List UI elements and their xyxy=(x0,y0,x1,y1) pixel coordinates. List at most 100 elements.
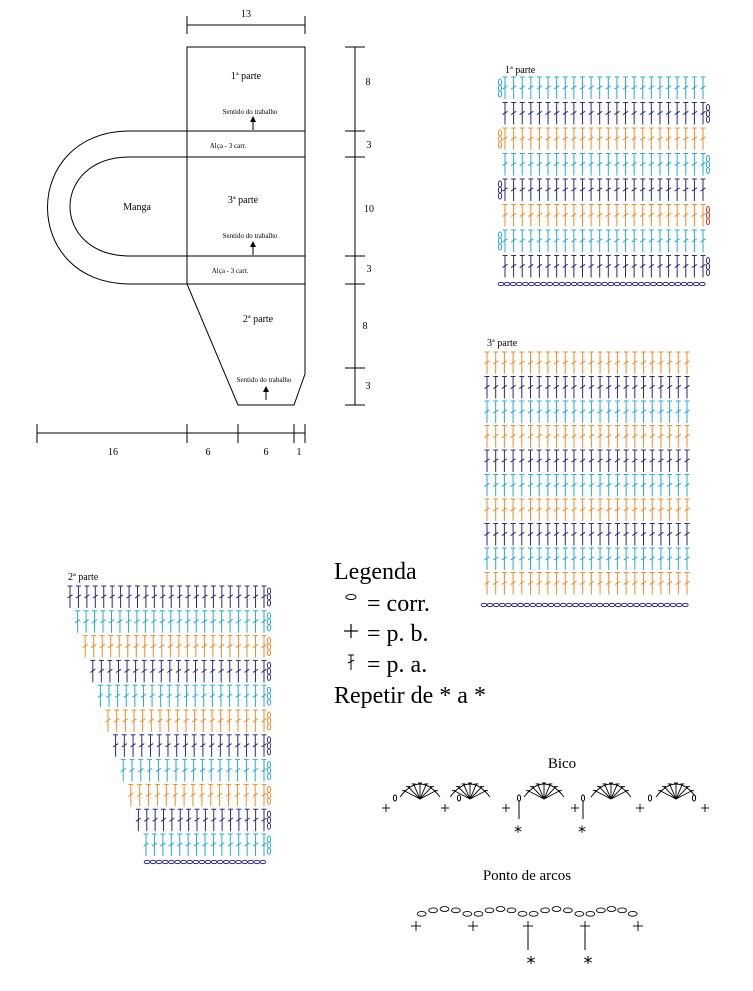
double-crochet-stitch xyxy=(193,585,200,608)
double-crochet-stitch xyxy=(691,76,698,99)
chain-stitch xyxy=(606,906,617,912)
chain-stitch xyxy=(574,910,585,917)
double-crochet-stitch xyxy=(536,498,542,521)
double-crochet-stitch xyxy=(553,102,560,125)
double-crochet-stitch xyxy=(536,449,542,472)
chain-stitch xyxy=(497,186,503,194)
chain-stitch xyxy=(266,791,272,799)
double-crochet-stitch xyxy=(691,229,698,252)
double-crochet-stitch xyxy=(666,376,673,399)
double-crochet-stitch xyxy=(136,783,143,807)
double-crochet-stitch xyxy=(553,178,560,201)
double-crochet-stitch xyxy=(519,572,525,595)
double-crochet-stitch xyxy=(200,709,207,732)
chain-stitch xyxy=(596,907,606,914)
chain-stitch xyxy=(266,767,272,775)
chain-stitch xyxy=(517,910,528,917)
double-crochet-stitch xyxy=(193,610,199,633)
double-crochet-stitch xyxy=(122,709,129,732)
double-crochet-stitch xyxy=(252,659,259,683)
double-crochet-stitch xyxy=(553,449,560,472)
double-crochet-stitch xyxy=(126,585,132,608)
chain-stitch xyxy=(680,281,688,287)
double-crochet-stitch xyxy=(631,127,637,150)
double-crochet-stitch xyxy=(545,255,551,278)
double-crochet-stitch xyxy=(691,255,698,278)
double-crochet-stitch xyxy=(658,523,664,546)
double-crochet-stitch xyxy=(562,498,569,521)
double-crochet-stitch xyxy=(149,659,156,683)
double-crochet-stitch xyxy=(217,734,224,757)
double-crochet-stitch xyxy=(588,523,595,546)
chain-stitch xyxy=(266,717,272,725)
double-crochet-stitch xyxy=(510,153,517,176)
chain-stitch xyxy=(266,816,272,824)
double-crochet-stitch xyxy=(571,425,577,448)
double-crochet-stitch xyxy=(227,585,234,608)
double-crochet-stitch xyxy=(129,759,135,782)
chain-stitch xyxy=(266,822,272,830)
double-crochet-stitch xyxy=(675,400,682,423)
direction-label: Sentido do trabalho xyxy=(223,232,278,240)
double-crochet-stitch xyxy=(674,102,680,125)
double-crochet-stitch xyxy=(674,255,680,278)
double-crochet-stitch xyxy=(492,547,499,570)
double-crochet-stitch xyxy=(640,547,647,570)
double-crochet-stitch xyxy=(165,734,171,757)
double-crochet-stitch xyxy=(173,759,179,782)
double-crochet-stitch xyxy=(510,474,516,497)
double-crochet-stitch xyxy=(202,585,208,608)
double-crochet-stitch xyxy=(243,783,250,807)
double-crochet-stitch xyxy=(193,635,199,658)
double-crochet-stitch xyxy=(553,400,560,423)
chain-stitch xyxy=(497,90,503,98)
double-crochet-stitch xyxy=(675,425,682,448)
double-crochet-stitch xyxy=(614,425,621,448)
double-crochet-stitch xyxy=(252,635,259,658)
double-crochet-stitch xyxy=(185,585,191,608)
legend-title: Legenda xyxy=(334,559,417,585)
double-crochet-stitch xyxy=(261,783,267,807)
double-crochet-stitch xyxy=(649,474,655,497)
double-crochet-stitch xyxy=(597,351,603,374)
double-crochet-stitch xyxy=(545,523,551,546)
double-crochet-stitch xyxy=(244,684,250,708)
double-crochet-stitch xyxy=(536,102,543,125)
double-crochet-stitch xyxy=(597,572,603,595)
double-crochet-stitch xyxy=(596,102,603,125)
double-crochet-stitch xyxy=(527,400,534,423)
chain-stitch xyxy=(266,599,272,607)
double-crochet-stitch xyxy=(146,759,153,782)
double-crochet-stitch xyxy=(658,400,664,423)
double-crochet-stitch xyxy=(700,255,706,278)
double-crochet-stitch xyxy=(571,547,577,570)
chain-stitch xyxy=(266,692,272,700)
double-crochet-stitch xyxy=(588,229,594,252)
double-crochet-stitch xyxy=(510,351,516,374)
chain-stitch xyxy=(651,602,659,608)
legend-repeat: Repetir de * a * xyxy=(334,683,486,709)
double-crochet-stitch xyxy=(658,351,664,374)
dim-bottom-label: 1 xyxy=(297,447,302,458)
double-crochet-stitch xyxy=(545,498,551,521)
double-crochet-stitch xyxy=(226,734,232,757)
double-crochet-stitch xyxy=(510,76,517,99)
double-crochet-stitch xyxy=(527,351,534,374)
double-crochet-stitch xyxy=(261,585,267,608)
double-crochet-stitch xyxy=(124,659,130,683)
double-crochet-stitch xyxy=(623,400,629,423)
double-crochet-stitch xyxy=(492,474,499,497)
double-crochet-stitch xyxy=(484,449,490,472)
double-crochet-stitch xyxy=(579,153,586,176)
double-crochet-stitch xyxy=(261,759,267,782)
chain-stitch xyxy=(266,841,272,849)
double-crochet-stitch xyxy=(244,635,250,658)
double-crochet-stitch xyxy=(252,709,259,732)
chain-stitch xyxy=(456,794,462,802)
double-crochet-stitch xyxy=(597,498,603,521)
double-crochet-stitch xyxy=(175,659,182,683)
double-crochet-stitch xyxy=(100,585,107,608)
chain-stitch xyxy=(552,281,560,287)
double-crochet-stitch xyxy=(622,102,629,125)
chain-stitch xyxy=(204,859,212,865)
